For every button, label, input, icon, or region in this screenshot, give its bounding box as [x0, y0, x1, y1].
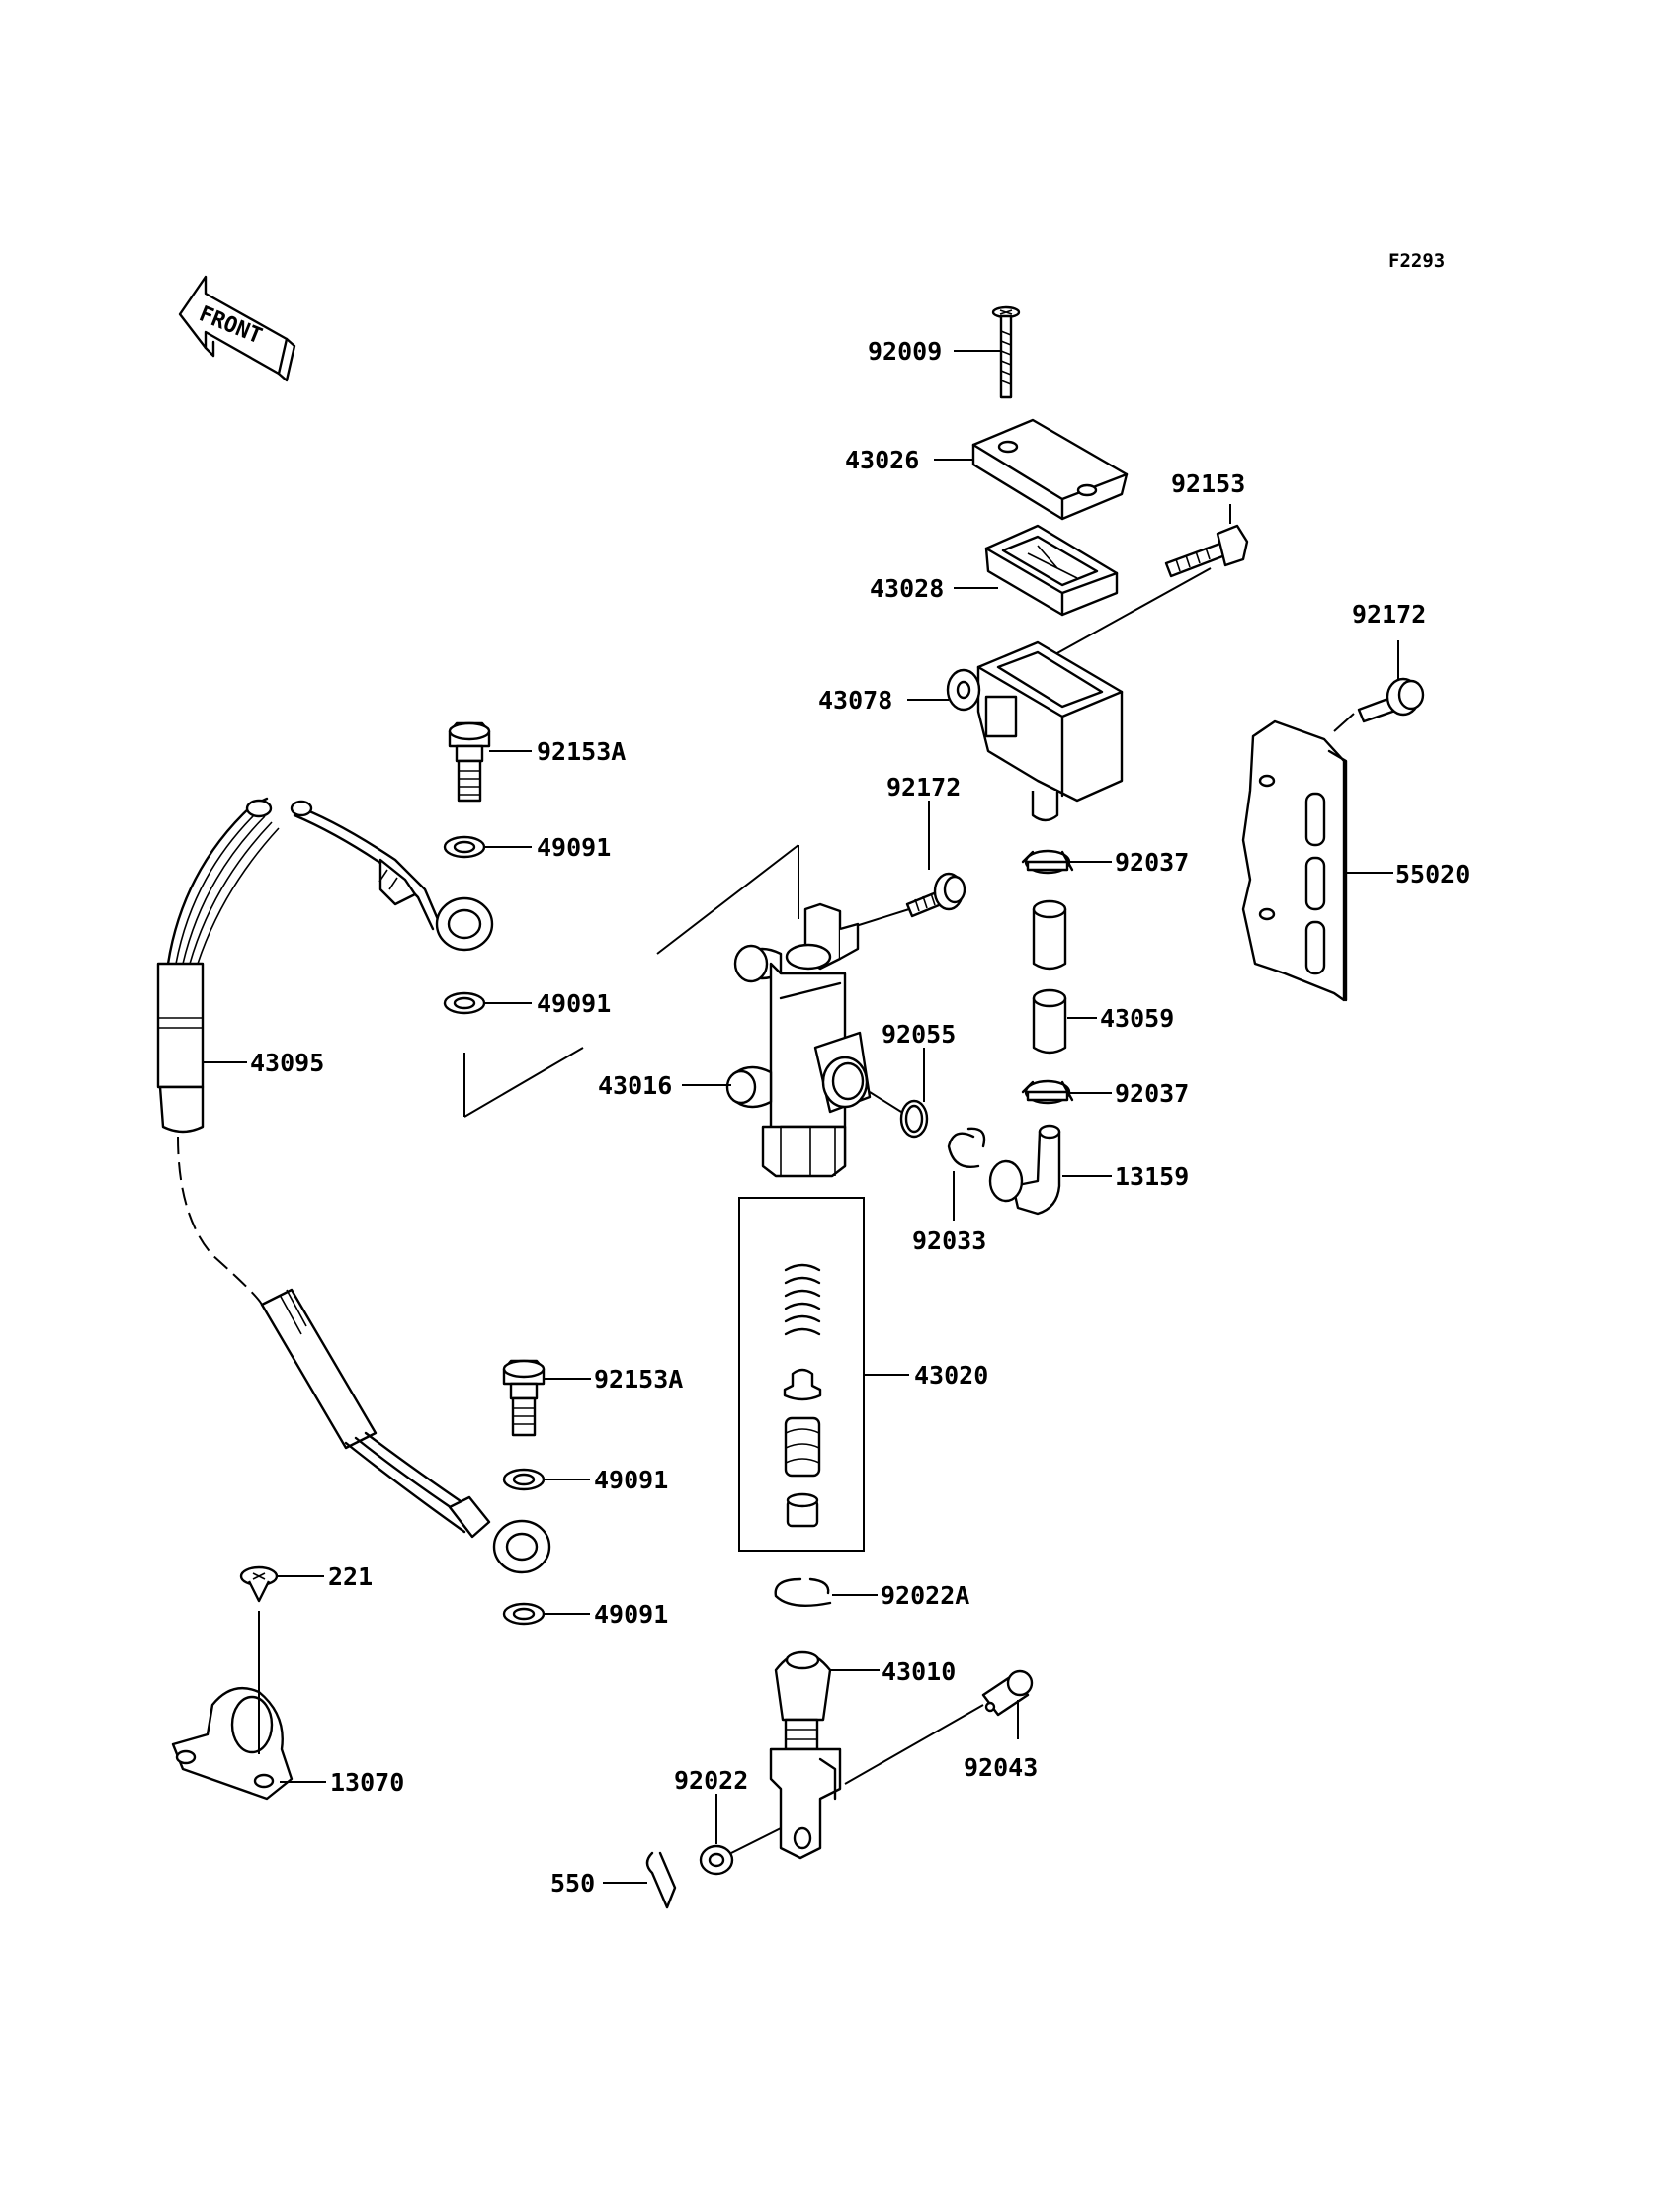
part-label-13159: 13159 — [1115, 1162, 1189, 1191]
part-label-221: 221 — [328, 1563, 373, 1591]
diaphragm-43028-part — [984, 524, 1119, 617]
clamp-92037-top-part — [1021, 849, 1074, 875]
hose-43095-part — [156, 797, 551, 1574]
part-label-13070: 13070 — [330, 1768, 404, 1797]
part-label-92043: 92043 — [964, 1753, 1038, 1782]
clamp-92037-bottom-part — [1021, 1079, 1074, 1105]
push-rod-43010-part — [769, 1650, 842, 1860]
part-label-43078: 43078 — [818, 686, 892, 715]
washer-49091-3-part — [502, 1468, 546, 1491]
circlip-92033-part — [947, 1127, 986, 1168]
part-label-49091-3: 49091 — [594, 1466, 668, 1494]
screw-92172-mid-part — [905, 872, 966, 918]
part-label-92022: 92022 — [674, 1766, 748, 1795]
part-label-92037-top: 92037 — [1115, 848, 1189, 877]
part-label-92037-bottom: 92037 — [1115, 1079, 1189, 1108]
bolt-92153-part — [1164, 524, 1249, 578]
part-label-43020: 43020 — [914, 1361, 988, 1390]
part-label-92022A: 92022A — [881, 1581, 969, 1610]
guard-55020-part — [1241, 719, 1348, 1002]
part-label-43016: 43016 — [598, 1071, 672, 1100]
part-label-43026: 43026 — [845, 446, 919, 474]
part-label-92009: 92009 — [868, 337, 942, 366]
washer-49091-4-part — [502, 1602, 546, 1626]
pin-92043-part — [981, 1669, 1034, 1717]
part-label-49091-1: 49091 — [537, 833, 611, 862]
circlip-92022A-part — [774, 1577, 832, 1607]
part-label-92033: 92033 — [912, 1226, 986, 1255]
part-label-92153A-top: 92153A — [537, 737, 626, 766]
piston-kit-43020-part — [738, 1197, 865, 1552]
washer-49091-1-part — [443, 835, 486, 859]
part-label-43028: 43028 — [870, 574, 944, 603]
part-label-49091-4: 49091 — [594, 1600, 668, 1629]
part-label-43059: 43059 — [1100, 1004, 1174, 1033]
elbow-13159-part — [988, 1124, 1061, 1216]
banjo-bolt-92153A-top-part — [448, 721, 491, 803]
part-label-92172-right: 92172 — [1352, 600, 1426, 629]
screw-92172-right-part — [1357, 677, 1425, 723]
part-label-55020: 55020 — [1395, 860, 1470, 888]
part-label-43010: 43010 — [882, 1657, 956, 1686]
part-label-43095: 43095 — [250, 1049, 324, 1077]
part-label-49091-2: 49091 — [537, 989, 611, 1018]
cotter-pin-550-part — [645, 1851, 677, 1909]
part-label-92055: 92055 — [882, 1020, 956, 1049]
front-arrow-icon: FRONT — [178, 275, 296, 382]
hose-43059-part — [1032, 899, 1067, 1055]
part-label-550: 550 — [550, 1869, 595, 1898]
washer-49091-2-part — [443, 991, 486, 1015]
screw-92009-part — [991, 305, 1021, 399]
holder-13070-part — [171, 1687, 294, 1801]
screw-221-part — [239, 1565, 279, 1603]
part-label-92172-mid: 92172 — [886, 773, 961, 802]
master-cylinder-43016-part — [725, 902, 872, 1178]
banjo-bolt-92153A-bottom-part — [502, 1359, 546, 1437]
reservoir-43078-part — [946, 640, 1124, 822]
part-label-92153A-bottom: 92153A — [594, 1365, 683, 1394]
o-ring-92055-part — [899, 1099, 929, 1139]
figure-id: F2293 — [1388, 250, 1445, 272]
washer-92022-part — [699, 1844, 734, 1876]
part-label-92153-top: 92153 — [1171, 469, 1245, 498]
reservoir-cap-43026-part — [971, 418, 1129, 521]
